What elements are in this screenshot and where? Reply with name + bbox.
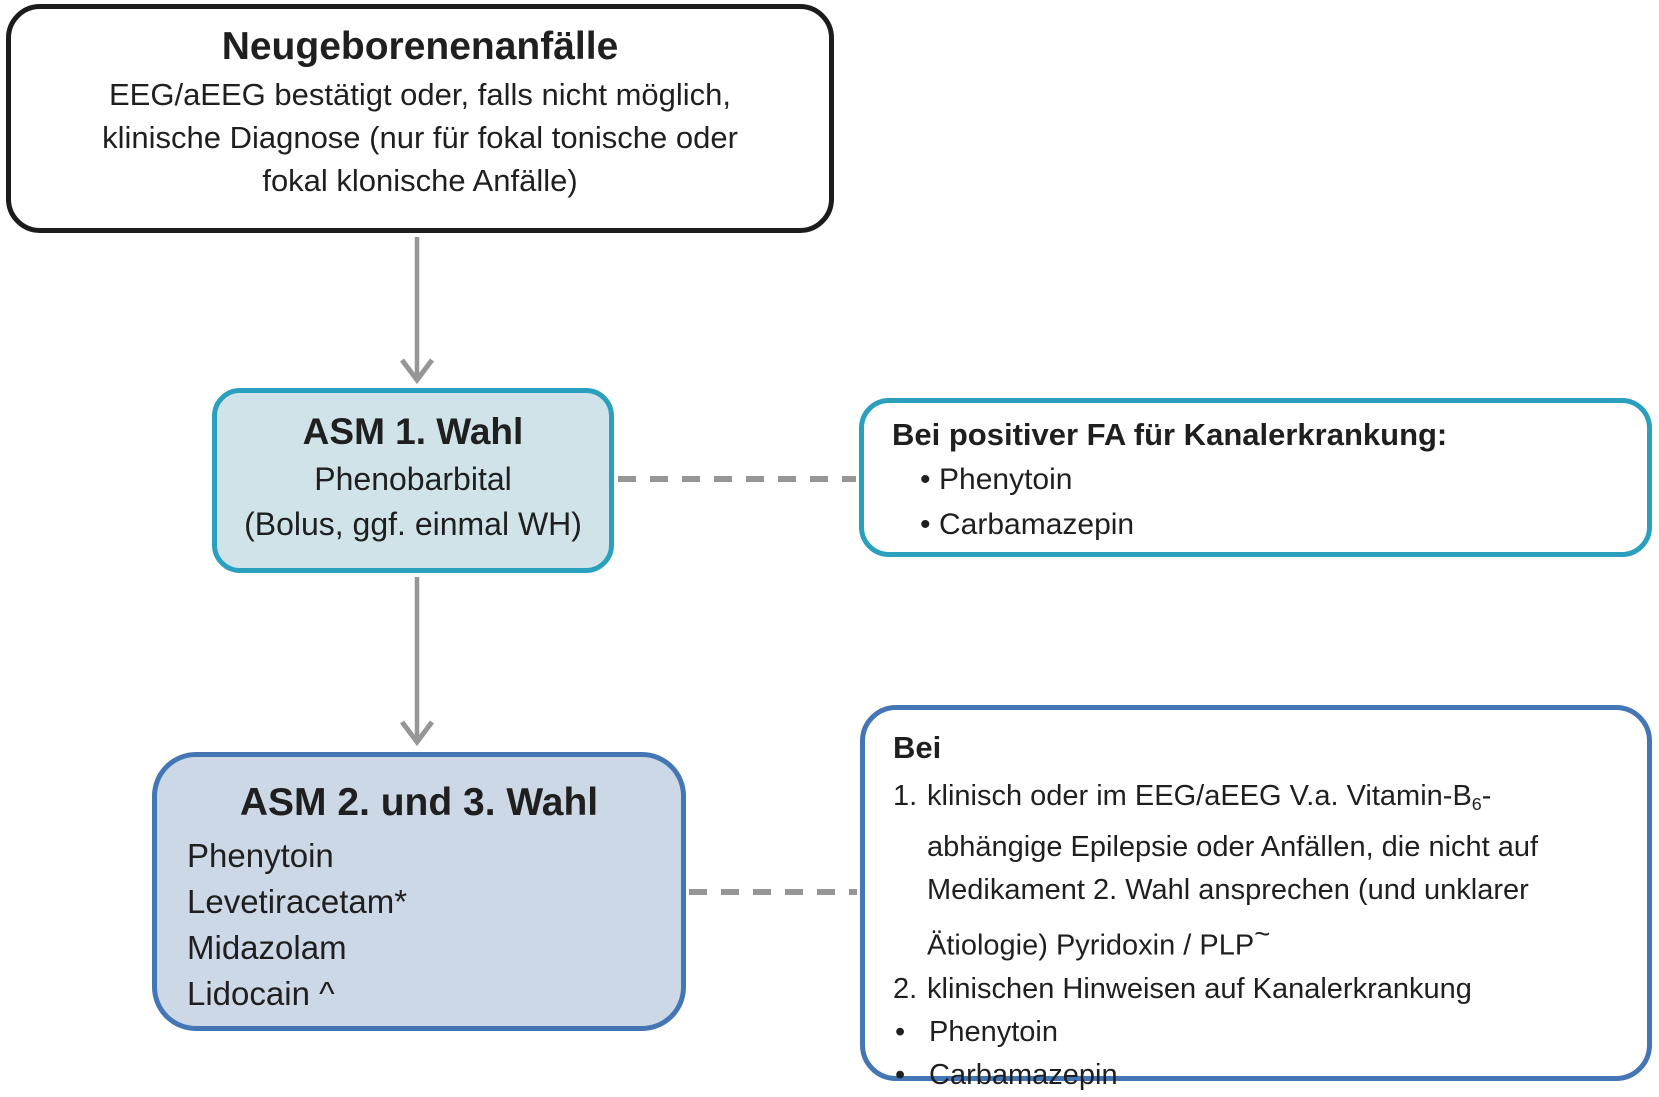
note-bei: Bei 1. klinisch oder im EEG/aEEG V.a. Vi… [860,705,1652,1091]
item1-line: Medikament 2. Wahl ansprechen (und unkla… [927,874,1529,907]
node-asm1-title: ASM 1. Wahl [302,411,524,452]
bullet-icon [893,1011,929,1054]
item-number: 1. [893,780,918,812]
numbered-item-1: 1. klinisch oder im EEG/aEEG V.a. Vitami… [893,775,1627,968]
item-number: 2. [893,972,918,1005]
item-body: klinischen Hinweisen auf Kanalerkrankung [927,972,1472,1005]
node-start-title: Neugeborenenanfälle [221,25,619,68]
node-asm23-drug: Lidocain ^ [187,975,335,1012]
note-bei-title: Bei [893,730,942,765]
node-asm23-drug: Midazolam [187,929,347,966]
arrow-down-start-to-asm1 [400,237,434,385]
list-item: Phenytoin [920,457,1627,502]
note-kanalerkrankung: Bei positiver FA für Kanalerkrankung: Ph… [859,398,1652,557]
bullet-icon [920,502,939,547]
node-asm23-drug: Levetiracetam* [187,883,408,920]
list-item: Carbamazepin [920,502,1627,547]
list-item: Phenytoin [893,1011,1627,1054]
node-asm-1-wahl: ASM 1. Wahl Phenobarbital (Bolus, ggf. e… [212,388,614,573]
item1-line: Ätiologie) Pyridoxin / PLP~ [927,918,1271,962]
node-asm1-note: (Bolus, ggf. einmal WH) [244,506,582,542]
node-start-body-line: fokal klonische Anfälle) [262,163,578,198]
node-asm23-title: ASM 2. und 3. Wahl [239,781,599,824]
list-item: Carbamazepin [893,1054,1627,1097]
node-asm1-drug: Phenobarbital [314,461,512,497]
node-asm-2-und-3-wahl: ASM 2. und 3. Wahl Phenytoin Levetiracet… [152,752,686,1031]
subscript-6: 6 [1471,794,1482,815]
node-neugeborenenanfaelle: Neugeborenenanfälle EEG/aEEG bestätigt o… [6,4,834,233]
note-kanal-title: Bei positiver FA für Kanalerkrankung: [892,417,1448,452]
node-asm23-drug: Phenytoin [187,837,334,874]
numbered-item-2: 2. klinischen Hinweisen auf Kanalerkrank… [893,968,1627,1011]
node-start-body-line: klinische Diagnose (nur für fokal tonisc… [102,120,738,155]
note-kanal-bullet-text: Phenytoin [939,463,1073,496]
bullet-icon [920,457,939,502]
note-bei-bullet-text: Carbamazepin [929,1058,1118,1091]
node-asm23-drug-list: Phenytoin Levetiracetam* Midazolam Lidoc… [157,833,681,1017]
node-start-body-line: EEG/aEEG bestätigt oder, falls nicht mög… [108,77,732,112]
note-bei-bullet-text: Phenytoin [929,1015,1058,1048]
superscript-tilde: ~ [1254,918,1271,950]
item1-line: klinisch oder im EEG/aEEG V.a. Vitamin-B… [927,780,1492,815]
item1-line: abhängige Epilepsie oder Anfällen, die n… [927,831,1539,864]
bullet-icon [893,1054,929,1097]
item-body: klinisch oder im EEG/aEEG V.a. Vitamin-B… [927,775,1627,968]
note-kanal-bullet-text: Carbamazepin [939,508,1135,541]
arrow-down-asm1-to-asm23 [400,577,434,747]
